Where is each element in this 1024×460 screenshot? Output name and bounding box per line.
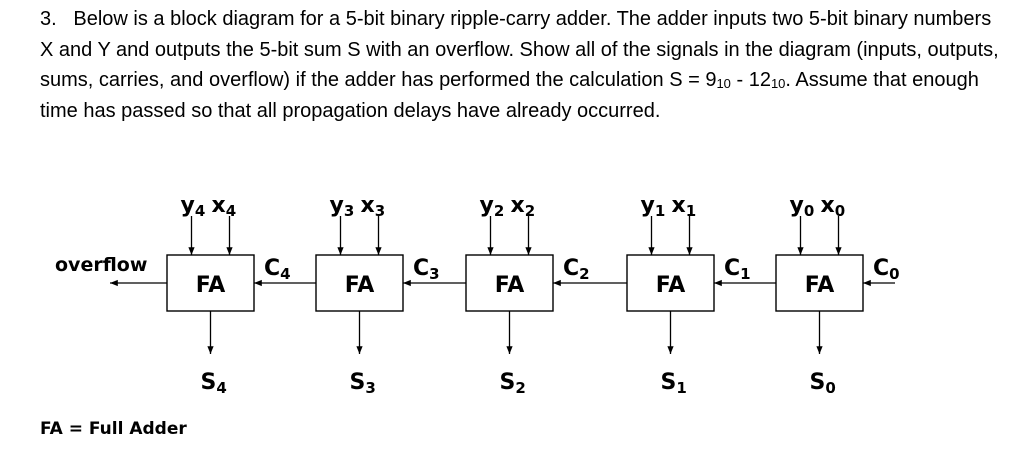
x-input-label-sub: 3 <box>375 202 385 220</box>
full-adder-label: FA <box>196 273 226 298</box>
y-input-label-sub: 1 <box>655 202 665 220</box>
y-input-label: y1 <box>641 193 666 220</box>
carry-label-sub: 0 <box>889 265 899 283</box>
y-input-label-base: y <box>790 193 804 218</box>
question-body-2: - 12 <box>730 69 771 91</box>
full-adder-box <box>775 254 864 312</box>
question-text: 3. Below is a block diagram for a 5-bit … <box>40 4 1000 126</box>
y-input-label-base: y <box>330 193 344 218</box>
carry-label-base: C <box>724 256 740 281</box>
x-input-label: x0 <box>821 193 846 220</box>
full-adder-label: FA <box>805 273 835 298</box>
sum-output-label: S1 <box>661 370 687 397</box>
sum-output-label-sub: 2 <box>515 379 525 397</box>
y-input-label: y2 <box>480 193 505 220</box>
sum-output-label: S2 <box>500 370 526 397</box>
full-adder-box <box>315 254 404 312</box>
sum-output-label-sub: 0 <box>825 379 835 397</box>
carry-label-base: C <box>873 256 889 281</box>
x-input-label-base: x <box>672 193 686 218</box>
full-adder-label: FA <box>656 273 686 298</box>
x-input-label: x4 <box>212 193 237 220</box>
carry-label-sub: 1 <box>740 265 750 283</box>
full-adder-label: FA <box>495 273 525 298</box>
y-input-label: y0 <box>790 193 815 220</box>
sum-output-label-base: S <box>661 370 677 395</box>
y-input-label-base: y <box>181 193 195 218</box>
sum-output-label-sub: 4 <box>216 379 226 397</box>
sum-output-label-base: S <box>810 370 826 395</box>
y-input-label-base: y <box>480 193 494 218</box>
carry-label: C0 <box>873 256 900 283</box>
x-input-label-sub: 0 <box>835 202 845 220</box>
x-input-label: x2 <box>511 193 536 220</box>
sum-output-label-base: S <box>500 370 516 395</box>
carry-label: C2 <box>563 256 590 283</box>
y-input-label-sub: 4 <box>195 202 205 220</box>
full-adder-label: FA <box>345 273 375 298</box>
sum-output-label: S3 <box>350 370 376 397</box>
carry-label-sub: 4 <box>280 265 290 283</box>
carry-label-base: C <box>264 256 280 281</box>
y-input-label: y4 <box>181 193 206 220</box>
x-input-label: x3 <box>361 193 386 220</box>
y-input-label: y3 <box>330 193 355 220</box>
x-input-label-base: x <box>511 193 525 218</box>
sum-output-label: S0 <box>810 370 836 397</box>
carry-label-base: C <box>563 256 579 281</box>
sum-output-label: S4 <box>201 370 227 397</box>
question-body-3: . Assume that enough time has passed so … <box>40 69 979 122</box>
carry-label: C1 <box>724 256 751 283</box>
x-input-label-sub: 2 <box>525 202 535 220</box>
sum-output-label-sub: 3 <box>365 379 375 397</box>
carry-label: C4 <box>264 256 291 283</box>
carry-label: C3 <box>413 256 440 283</box>
carry-label-sub: 2 <box>579 265 589 283</box>
overflow-label: overflow <box>55 254 147 276</box>
legend-text: FA = Full Adder <box>40 419 187 439</box>
sum-output-label-base: S <box>201 370 217 395</box>
x-input-label-base: x <box>821 193 835 218</box>
carry-label-base: C <box>413 256 429 281</box>
question-number: 3. <box>40 8 57 30</box>
full-adder-box <box>465 254 554 312</box>
x-input-label-base: x <box>212 193 226 218</box>
x-input-label-sub: 1 <box>686 202 696 220</box>
y-input-label-sub: 3 <box>344 202 354 220</box>
sum-output-label-sub: 1 <box>676 379 686 397</box>
subscript-ten-1: 10 <box>716 76 731 91</box>
x-input-label-base: x <box>361 193 375 218</box>
sum-output-label-base: S <box>350 370 366 395</box>
x-input-label: x1 <box>672 193 697 220</box>
y-input-label-base: y <box>641 193 655 218</box>
x-input-label-sub: 4 <box>226 202 236 220</box>
y-input-label-sub: 0 <box>804 202 814 220</box>
subscript-ten-2: 10 <box>770 76 786 91</box>
question-body-1: Below is a block diagram for a 5-bit bin… <box>40 8 999 91</box>
full-adder-box <box>626 254 715 312</box>
carry-label-sub: 3 <box>429 265 439 283</box>
y-input-label-sub: 2 <box>494 202 504 220</box>
